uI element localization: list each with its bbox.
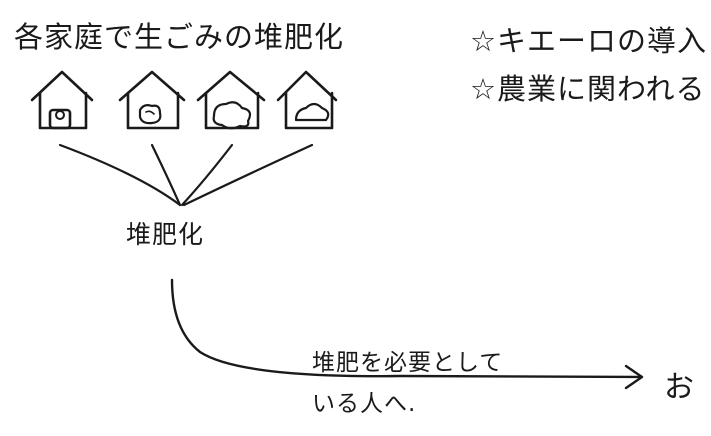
page-title: 各家庭で生ごみの堆肥化 (14, 20, 345, 54)
hub-label: 堆肥化 (126, 220, 205, 249)
food-scraps-icon (212, 101, 252, 130)
house-icon-3 (196, 70, 266, 130)
arrow-label-line2: いる人へ. (312, 391, 417, 417)
note-kiero: ☆キエーロの導入 (470, 24, 707, 58)
curved-arrow (170, 278, 644, 390)
small-circle-icon (55, 110, 65, 120)
house-icon-4 (276, 70, 338, 130)
connector-lines (58, 143, 314, 207)
arrowhead-icon (624, 364, 644, 390)
house-icon-1 (30, 70, 94, 130)
note-agriculture: ☆農業に関われる (470, 72, 706, 106)
food-scraps-icon (138, 104, 162, 125)
arrow-label-line1: 堆肥を必要として (312, 350, 504, 376)
house-icon-2 (118, 70, 186, 130)
edge-text-fragment: お (664, 370, 695, 405)
food-scraps-icon (294, 102, 330, 122)
